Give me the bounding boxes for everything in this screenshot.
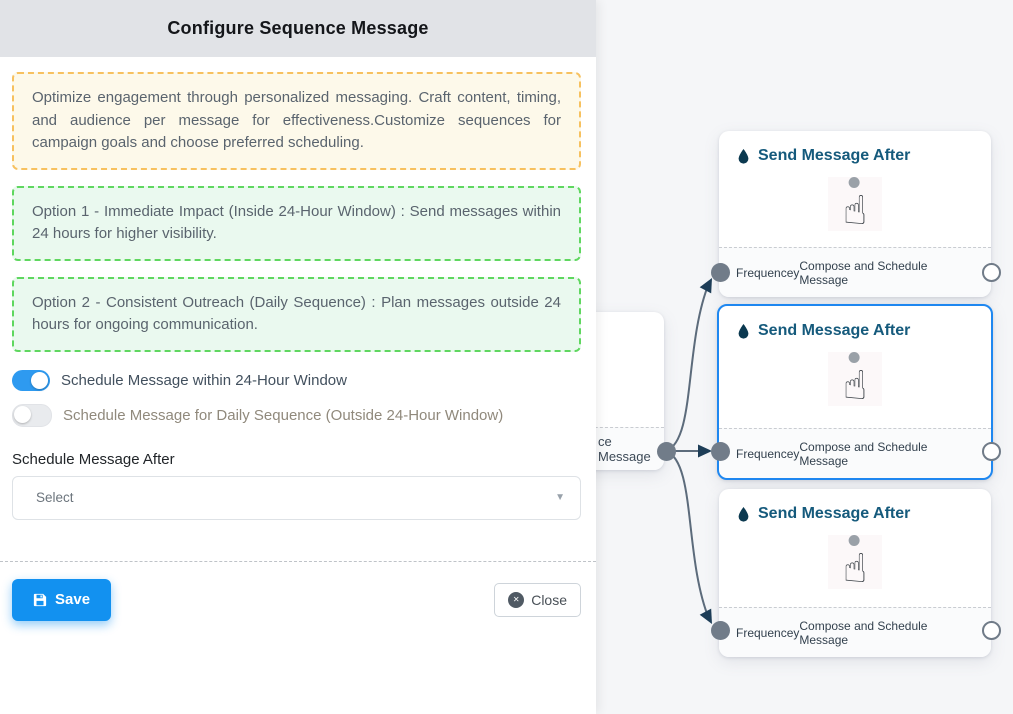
schedule-toggles: Schedule Message within 24-Hour Window S…: [12, 369, 581, 427]
tap-dot: [848, 177, 860, 188]
info-note-text: Optimize engagement through personalized…: [32, 89, 561, 151]
option-2-text: Option 2 - Consistent Outreach (Daily Se…: [32, 293, 561, 334]
hand-pointer-icon: ☝: [842, 546, 868, 592]
node-1-title-row: Send Message After: [719, 131, 991, 165]
close-button[interactable]: ✕ Close: [494, 582, 581, 617]
hand-pointer-icon: ☝: [842, 363, 868, 409]
node-title: Send Message After: [758, 147, 911, 164]
toggle-knob: [31, 371, 48, 389]
within-24h-toggle-label: Schedule Message within 24-Hour Window: [61, 371, 347, 389]
send-message-node-1[interactable]: Send Message After ☝ Frequencey Compose …: [719, 131, 991, 297]
compose-handle-label: Compose and Schedule Message: [799, 439, 928, 468]
select-value: Select: [36, 490, 74, 505]
edge-to-node-3: [665, 450, 710, 620]
node-3-output-handle[interactable]: [982, 621, 1001, 640]
toggle-row-daily: Schedule Message for Daily Sequence (Out…: [12, 403, 581, 427]
close-button-label: Close: [531, 591, 567, 608]
tap-hand-icon[interactable]: ☝: [828, 177, 882, 231]
sequence-flow-canvas[interactable]: ce Message Send Message After ☝ Frequenc…: [554, 0, 1013, 714]
frequency-handle-label: Frequencey: [736, 446, 800, 461]
drop-icon: [738, 148, 749, 164]
panel-body: Optimize engagement through personalized…: [0, 72, 596, 621]
source-output-handle[interactable]: [657, 442, 676, 461]
panel-title: Configure Sequence Message: [167, 18, 429, 38]
node-title: Send Message After: [758, 322, 911, 339]
node-3-title-row: Send Message After: [719, 489, 991, 523]
close-icon: ✕: [508, 591, 525, 608]
save-button[interactable]: Save: [12, 578, 112, 621]
schedule-after-select[interactable]: Select ▼: [12, 475, 581, 520]
save-button-label: Save: [55, 591, 91, 608]
node-1-input-handle[interactable]: [711, 263, 730, 282]
save-icon: [33, 593, 47, 606]
node-3-footer: Frequencey Compose and Schedule Message: [719, 607, 991, 657]
within-24h-toggle[interactable]: [12, 369, 50, 391]
node-1-output-handle[interactable]: [982, 263, 1001, 282]
drop-icon: [738, 506, 749, 522]
daily-sequence-toggle-label: Schedule Message for Daily Sequence (Out…: [63, 406, 504, 424]
send-message-node-2[interactable]: Send Message After ☝ Frequencey Compose …: [717, 304, 993, 480]
caret-down-icon: ▼: [555, 492, 565, 503]
node-3-input-handle[interactable]: [711, 621, 730, 640]
node-2-footer: Frequencey Compose and Schedule Message: [719, 428, 991, 478]
compose-handle-label: Compose and Schedule Message: [799, 618, 928, 647]
option-2-note: Option 2 - Consistent Outreach (Daily Se…: [12, 276, 581, 352]
node-2-input-handle[interactable]: [711, 442, 730, 461]
edge-to-node-1: [665, 282, 710, 452]
drop-icon: [738, 323, 749, 339]
option-1-note: Option 1 - Immediate Impact (Inside 24-H…: [12, 185, 581, 261]
info-note: Optimize engagement through personalized…: [12, 72, 581, 170]
edge-arrowhead-2: [698, 444, 712, 458]
tap-hand-icon[interactable]: ☝: [828, 352, 882, 406]
node-2-title-row: Send Message After: [719, 306, 991, 340]
node-2-output-handle[interactable]: [982, 442, 1001, 461]
frequency-handle-label: Frequencey: [736, 625, 800, 640]
daily-sequence-toggle[interactable]: [12, 403, 52, 427]
node-1-footer: Frequencey Compose and Schedule Message: [719, 247, 991, 297]
tap-hand-icon[interactable]: ☝: [828, 535, 882, 589]
tap-dot: [848, 535, 860, 546]
toggle-knob: [14, 405, 31, 423]
hand-pointer-icon: ☝: [842, 188, 868, 234]
toggle-row-within-24h: Schedule Message within 24-Hour Window: [12, 369, 581, 391]
compose-handle-label: Compose and Schedule Message: [799, 258, 928, 287]
panel-header: Configure Sequence Message: [0, 0, 596, 57]
schedule-after-label: Schedule Message After: [12, 450, 175, 468]
send-message-node-3[interactable]: Send Message After ☝ Frequencey Compose …: [719, 489, 991, 657]
source-node-label: ce Message: [598, 434, 651, 464]
configure-sequence-panel: Configure Sequence Message Optimize enga…: [0, 0, 596, 621]
frequency-handle-label: Frequencey: [736, 265, 800, 280]
option-1-text: Option 1 - Immediate Impact (Inside 24-H…: [32, 202, 561, 243]
tap-dot: [848, 352, 860, 363]
node-title: Send Message After: [758, 505, 911, 522]
footer-divider: [0, 560, 596, 562]
action-buttons-row: Save ✕ Close: [12, 562, 581, 621]
